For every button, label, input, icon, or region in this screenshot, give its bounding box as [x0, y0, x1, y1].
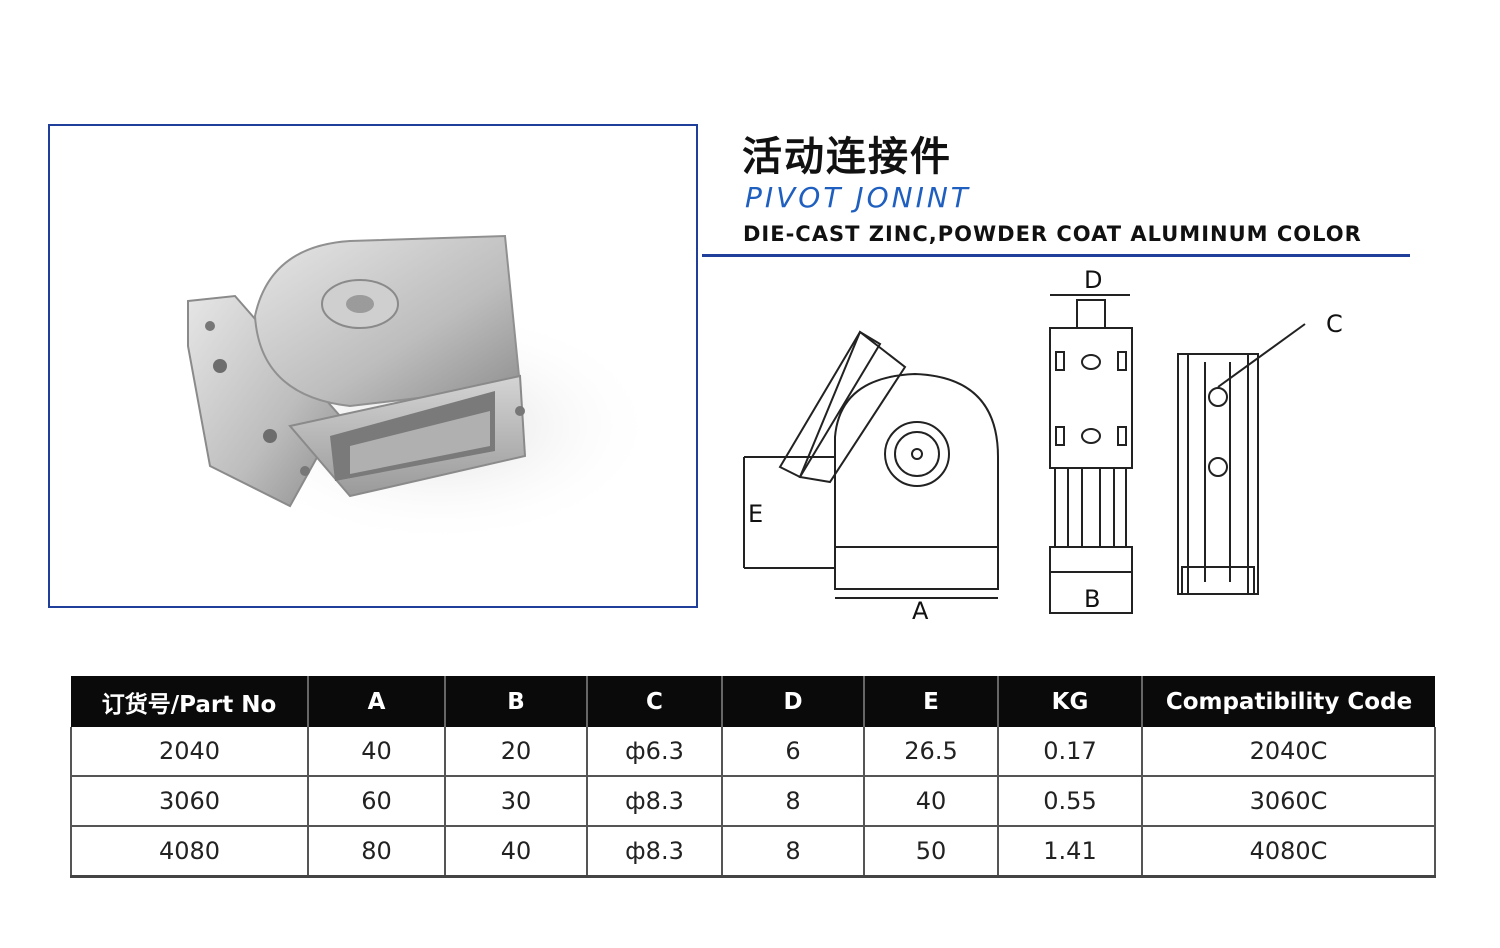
cell-e: 50 — [863, 826, 998, 878]
cell-b: 40 — [444, 826, 587, 878]
front-view-drawing — [1049, 294, 1133, 614]
column-header-d: D — [721, 676, 864, 727]
cell-kg: 0.55 — [997, 776, 1142, 827]
cell-a: 40 — [307, 727, 445, 777]
cell-part-no: 4080 — [70, 826, 308, 878]
table-header-row: 订货号/Part No A B C D E KG Compatibility C… — [71, 676, 1435, 727]
cell-compatibility-code: 3060C — [1141, 776, 1436, 827]
table-row: 3060 60 30 ф8.3 8 40 0.55 3060C — [70, 776, 1436, 827]
pivot-joint-image — [187, 234, 660, 546]
cell-compatibility-code: 2040C — [1141, 727, 1436, 777]
cell-b: 30 — [444, 776, 587, 827]
table-row: 2040 40 20 ф6.3 6 26.5 0.17 2040C — [70, 727, 1436, 777]
technical-drawings: E A D B C — [743, 266, 1343, 625]
cell-c: ф6.3 — [586, 727, 722, 777]
cell-kg: 1.41 — [997, 826, 1142, 878]
table-row: 4080 80 40 ф8.3 8 50 1.41 4080C — [70, 826, 1436, 878]
cell-c: ф8.3 — [586, 826, 722, 878]
spec-table: 订货号/Part No A B C D E KG Compatibility C… — [70, 676, 1436, 878]
column-header-part-no: 订货号/Part No — [71, 676, 308, 727]
cell-part-no: 3060 — [70, 776, 308, 827]
dimension-label-e: E — [748, 500, 763, 528]
side-view-drawing — [743, 330, 999, 599]
title-divider — [702, 254, 1410, 257]
dimension-label-b: B — [1084, 585, 1100, 613]
cell-d: 8 — [721, 826, 864, 878]
dimension-label-d: D — [1084, 266, 1102, 294]
cell-e: 40 — [863, 776, 998, 827]
cell-compatibility-code: 4080C — [1141, 826, 1436, 878]
column-header-compatibility-code: Compatibility Code — [1141, 676, 1435, 727]
cell-c: ф8.3 — [586, 776, 722, 827]
cell-a: 80 — [307, 826, 445, 878]
cell-b: 20 — [444, 727, 587, 777]
dimension-label-a: A — [912, 597, 929, 625]
product-title-chinese: 活动连接件 — [742, 134, 952, 180]
cell-part-no: 2040 — [70, 727, 308, 777]
column-header-e: E — [863, 676, 998, 727]
end-view-drawing — [1177, 323, 1306, 595]
dimension-label-c: C — [1326, 310, 1343, 338]
column-header-c: C — [586, 676, 722, 727]
product-material-subtitle: DIE-CAST ZINC,POWDER COAT ALUMINUM COLOR — [743, 222, 1362, 246]
cell-a: 60 — [307, 776, 445, 827]
product-photo — [48, 124, 698, 608]
cell-e: 26.5 — [863, 727, 998, 777]
cell-d: 6 — [721, 727, 864, 777]
column-header-a: A — [307, 676, 445, 727]
cell-kg: 0.17 — [997, 727, 1142, 777]
cell-d: 8 — [721, 776, 864, 827]
column-header-kg: KG — [997, 676, 1142, 727]
product-title-english: PIVOT JONINT — [745, 181, 971, 214]
column-header-b: B — [444, 676, 587, 727]
